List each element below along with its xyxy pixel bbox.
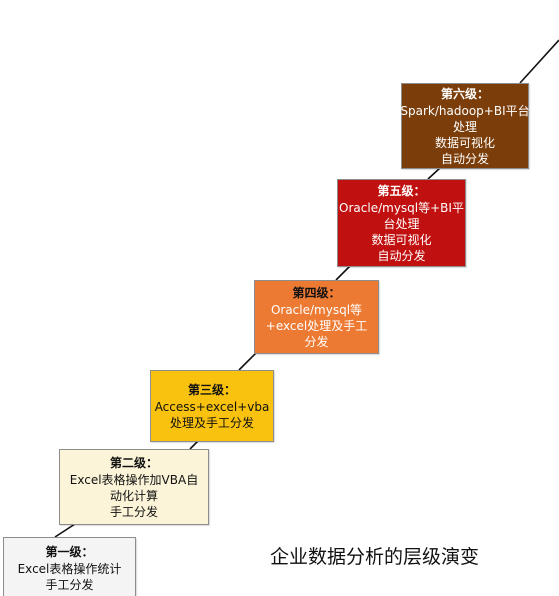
level-4-box: 第四级： Oracle/mysql等 +excel处理及手工 分发 [254, 280, 379, 354]
connector-4-5 [335, 265, 351, 281]
level-4-line-2: +excel处理及手工 [265, 318, 368, 333]
level-2-line-2: 动化计算 [109, 488, 158, 503]
level-6-line-3: 数据可视化 [434, 135, 495, 150]
level-3-box: 第三级： Access+excel+vba 处理及手工分发 [150, 370, 274, 442]
level-5-line-4: 自动分发 [377, 248, 426, 263]
diagram-caption: 企业数据分析的层级演变 [270, 546, 480, 568]
connector-2-3 [189, 440, 199, 450]
level-3-title: 第三级： [187, 382, 236, 397]
connector-1-2 [54, 523, 76, 538]
level-1-box: 第一级： Excel表格操作统计 手工分发 [3, 537, 136, 596]
connector-3-4 [238, 352, 257, 371]
level-2-box: 第二级： Excel表格操作加VBA自 动化计算 手工分发 [59, 449, 209, 525]
level-1-line-2: 手工分发 [45, 577, 94, 592]
level-1-line-1: Excel表格操作统计 [17, 561, 122, 576]
level-5-line-2: 台处理 [383, 216, 420, 231]
level-6-box: 第六级： Spark/hadoop+BI平台 处理 数据可视化 自动分发 [400, 83, 530, 169]
connector-5-6 [427, 167, 441, 180]
level-4-line-1: Oracle/mysql等 [270, 302, 363, 317]
level-5-box: 第五级： Oracle/mysql等+BI平 台处理 数据可视化 自动分发 [337, 179, 466, 267]
level-5-line-3: 数据可视化 [371, 232, 432, 247]
level-3-line-2: 处理及手工分发 [169, 415, 254, 430]
level-6-line-2: 处理 [452, 119, 477, 134]
level-6-line-4: 自动分发 [440, 151, 489, 166]
level-4-title: 第四级： [292, 285, 341, 300]
connector-top [519, 39, 559, 84]
level-2-line-3: 手工分发 [109, 504, 158, 519]
level-6-line-1: Spark/hadoop+BI平台 [400, 103, 530, 118]
level-2-title: 第二级： [109, 455, 158, 470]
level-2-line-1: Excel表格操作加VBA自 [69, 472, 199, 487]
level-5-title: 第五级： [377, 183, 426, 198]
level-4-line-3: 分发 [304, 334, 329, 349]
level-1-title: 第一级： [45, 544, 94, 559]
level-5-line-1: Oracle/mysql等+BI平 [339, 200, 464, 215]
level-3-line-1: Access+excel+vba [154, 399, 270, 414]
level-6-title: 第六级： [440, 86, 489, 101]
